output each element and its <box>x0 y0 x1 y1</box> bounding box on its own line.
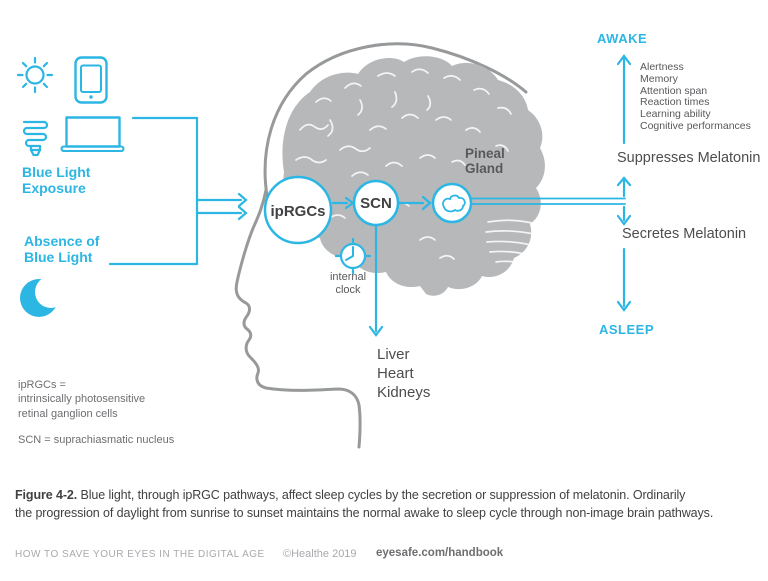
legend-iprgcs: ipRGCs = intrinsically photosensitive re… <box>18 379 146 420</box>
scn-node <box>352 179 400 227</box>
benefit-item: Alertness <box>640 61 684 73</box>
secrete-arrow <box>616 205 632 226</box>
asleep-label: ASLEEP <box>599 322 655 337</box>
caption-prefix: Figure 4-2. <box>15 488 78 502</box>
pineal-output-lines <box>470 197 626 205</box>
iprgcs-node <box>263 175 333 245</box>
iprgcs-label: ipRGCs <box>270 203 326 220</box>
awake-label: AWAKE <box>597 31 648 46</box>
pineal-gland-label: Pineal Gland <box>465 146 505 176</box>
cfl-bulb-icon <box>22 120 49 157</box>
clock-icon <box>334 237 372 275</box>
footer-book-title: HOW TO SAVE YOUR EYES IN THE DIGITAL AGE <box>15 549 265 560</box>
absence-blue-light-label: Absence of Blue Light <box>24 233 100 265</box>
organs-label: Liver Heart Kidneys <box>377 346 431 402</box>
scn-to-organs-arrow <box>368 224 384 337</box>
sun-icon <box>16 56 54 94</box>
blue-light-exposure-label: Blue Light Exposure <box>22 164 91 196</box>
footer-copyright: ©Healthe 2019 <box>283 548 357 560</box>
suppress-arrow <box>616 176 632 198</box>
smartphone-icon <box>74 56 108 104</box>
scn-label: SCN <box>360 195 392 212</box>
laptop-icon <box>60 116 125 152</box>
pineal-gland-icon <box>431 182 473 224</box>
caption-line-1: Figure 4-2. Blue light, through ipRGC pa… <box>15 487 713 505</box>
benefit-item: Memory <box>640 72 678 85</box>
benefit-item: Cognitive performances <box>640 119 751 132</box>
asleep-arrow <box>616 247 632 312</box>
head-outline <box>234 42 528 449</box>
suppresses-melatonin-label: Suppresses Melatonin <box>617 150 761 166</box>
caption-text-1: Blue light, through ipRGC pathways, affe… <box>77 488 686 502</box>
secretes-melatonin-label: Secretes Melatonin <box>622 226 747 242</box>
blue-light-exposure-connector <box>108 116 248 266</box>
caption-line-2: the progression of daylight from sunrise… <box>15 505 714 520</box>
legend-scn: SCN = suprachiasmatic nucleus <box>18 434 175 446</box>
benefit-item: Reaction times <box>640 96 710 109</box>
internal-clock-label: internal clock <box>329 271 367 296</box>
benefit-item: Learning ability <box>640 108 711 121</box>
scn-to-pineal-arrow <box>397 195 432 211</box>
figure-caption: Figure 4-2. Blue light, through ipRGC pa… <box>15 487 713 522</box>
benefits-list: Alertness Memory Attention span Reaction… <box>640 61 751 133</box>
awake-arrow <box>616 54 632 145</box>
footer-handbook-url: eyesafe.com/handbook <box>376 547 504 559</box>
moon-icon <box>14 273 66 323</box>
brain-illustration <box>282 56 545 296</box>
benefit-item: Attention span <box>640 84 708 97</box>
